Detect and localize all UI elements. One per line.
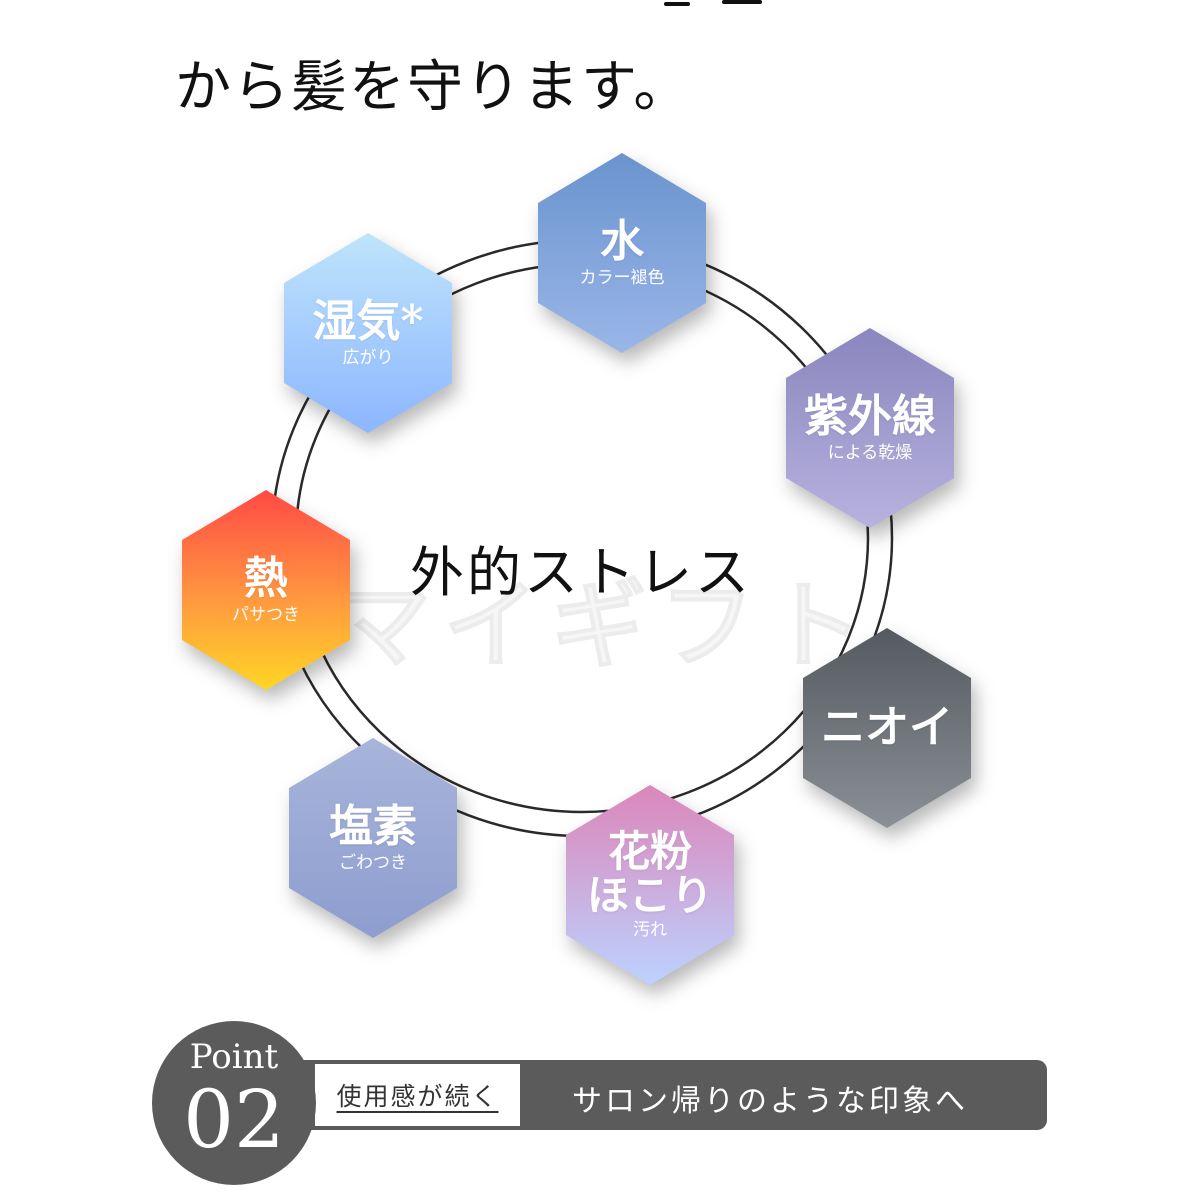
headline: から髪を守ります。 — [175, 55, 692, 120]
hexagon-water: 水 カラー褪色 — [538, 153, 706, 353]
hexagon-water-caption: カラー褪色 — [579, 268, 665, 288]
hexagon-pollen-caption: 汚れ — [633, 919, 667, 940]
hexagon-chlorine: 塩素 ごわつき — [289, 738, 457, 938]
headline-previous-line-fragment — [660, 0, 790, 8]
point-badge-number: 02 — [183, 1073, 285, 1166]
feature-label: 使用感が続く — [336, 1082, 499, 1111]
hexagon-chlorine-title: 塩素 — [329, 800, 417, 852]
hexagon-uv-title: 紫外線 — [804, 390, 936, 442]
hexagon-humidity-caption: 広がり — [342, 348, 394, 368]
hexagon-pollen: 花粉 ほこり 汚れ — [566, 785, 734, 985]
hexagon-water-title: 水 — [600, 215, 644, 267]
hexagon-uv: 紫外線 による乾燥 — [786, 328, 954, 528]
hexagon-humidity-title: 湿気* — [312, 295, 424, 347]
hexagon-humidity: 湿気* 広がり — [284, 233, 452, 433]
hexagon-heat-title: 熱 — [244, 552, 288, 604]
hexagon-pollen-title-line1: 花粉 — [607, 826, 692, 876]
hexagon-odor-title: ニオイ — [821, 701, 953, 753]
point-badge-label: Point — [189, 1037, 279, 1077]
hexagon-odor: ニオイ — [803, 628, 971, 828]
hexagon-heat: 熱 パサつき — [182, 490, 350, 690]
feature-label-box: 使用感が続く — [315, 1064, 520, 1126]
point-badge: Point 02 — [152, 1021, 316, 1185]
hexagon-uv-caption: による乾燥 — [827, 443, 913, 463]
watermark: マイギフト — [335, 570, 875, 683]
hexagon-chlorine-caption: ごわつき — [339, 853, 407, 873]
center-title: 外的ストレス — [410, 541, 752, 604]
point-message: サロン帰りのような印象へ — [572, 1084, 968, 1119]
hexagon-pollen-title-line2: ほこり — [586, 870, 713, 920]
hexagon-heat-caption: パサつき — [232, 605, 300, 625]
